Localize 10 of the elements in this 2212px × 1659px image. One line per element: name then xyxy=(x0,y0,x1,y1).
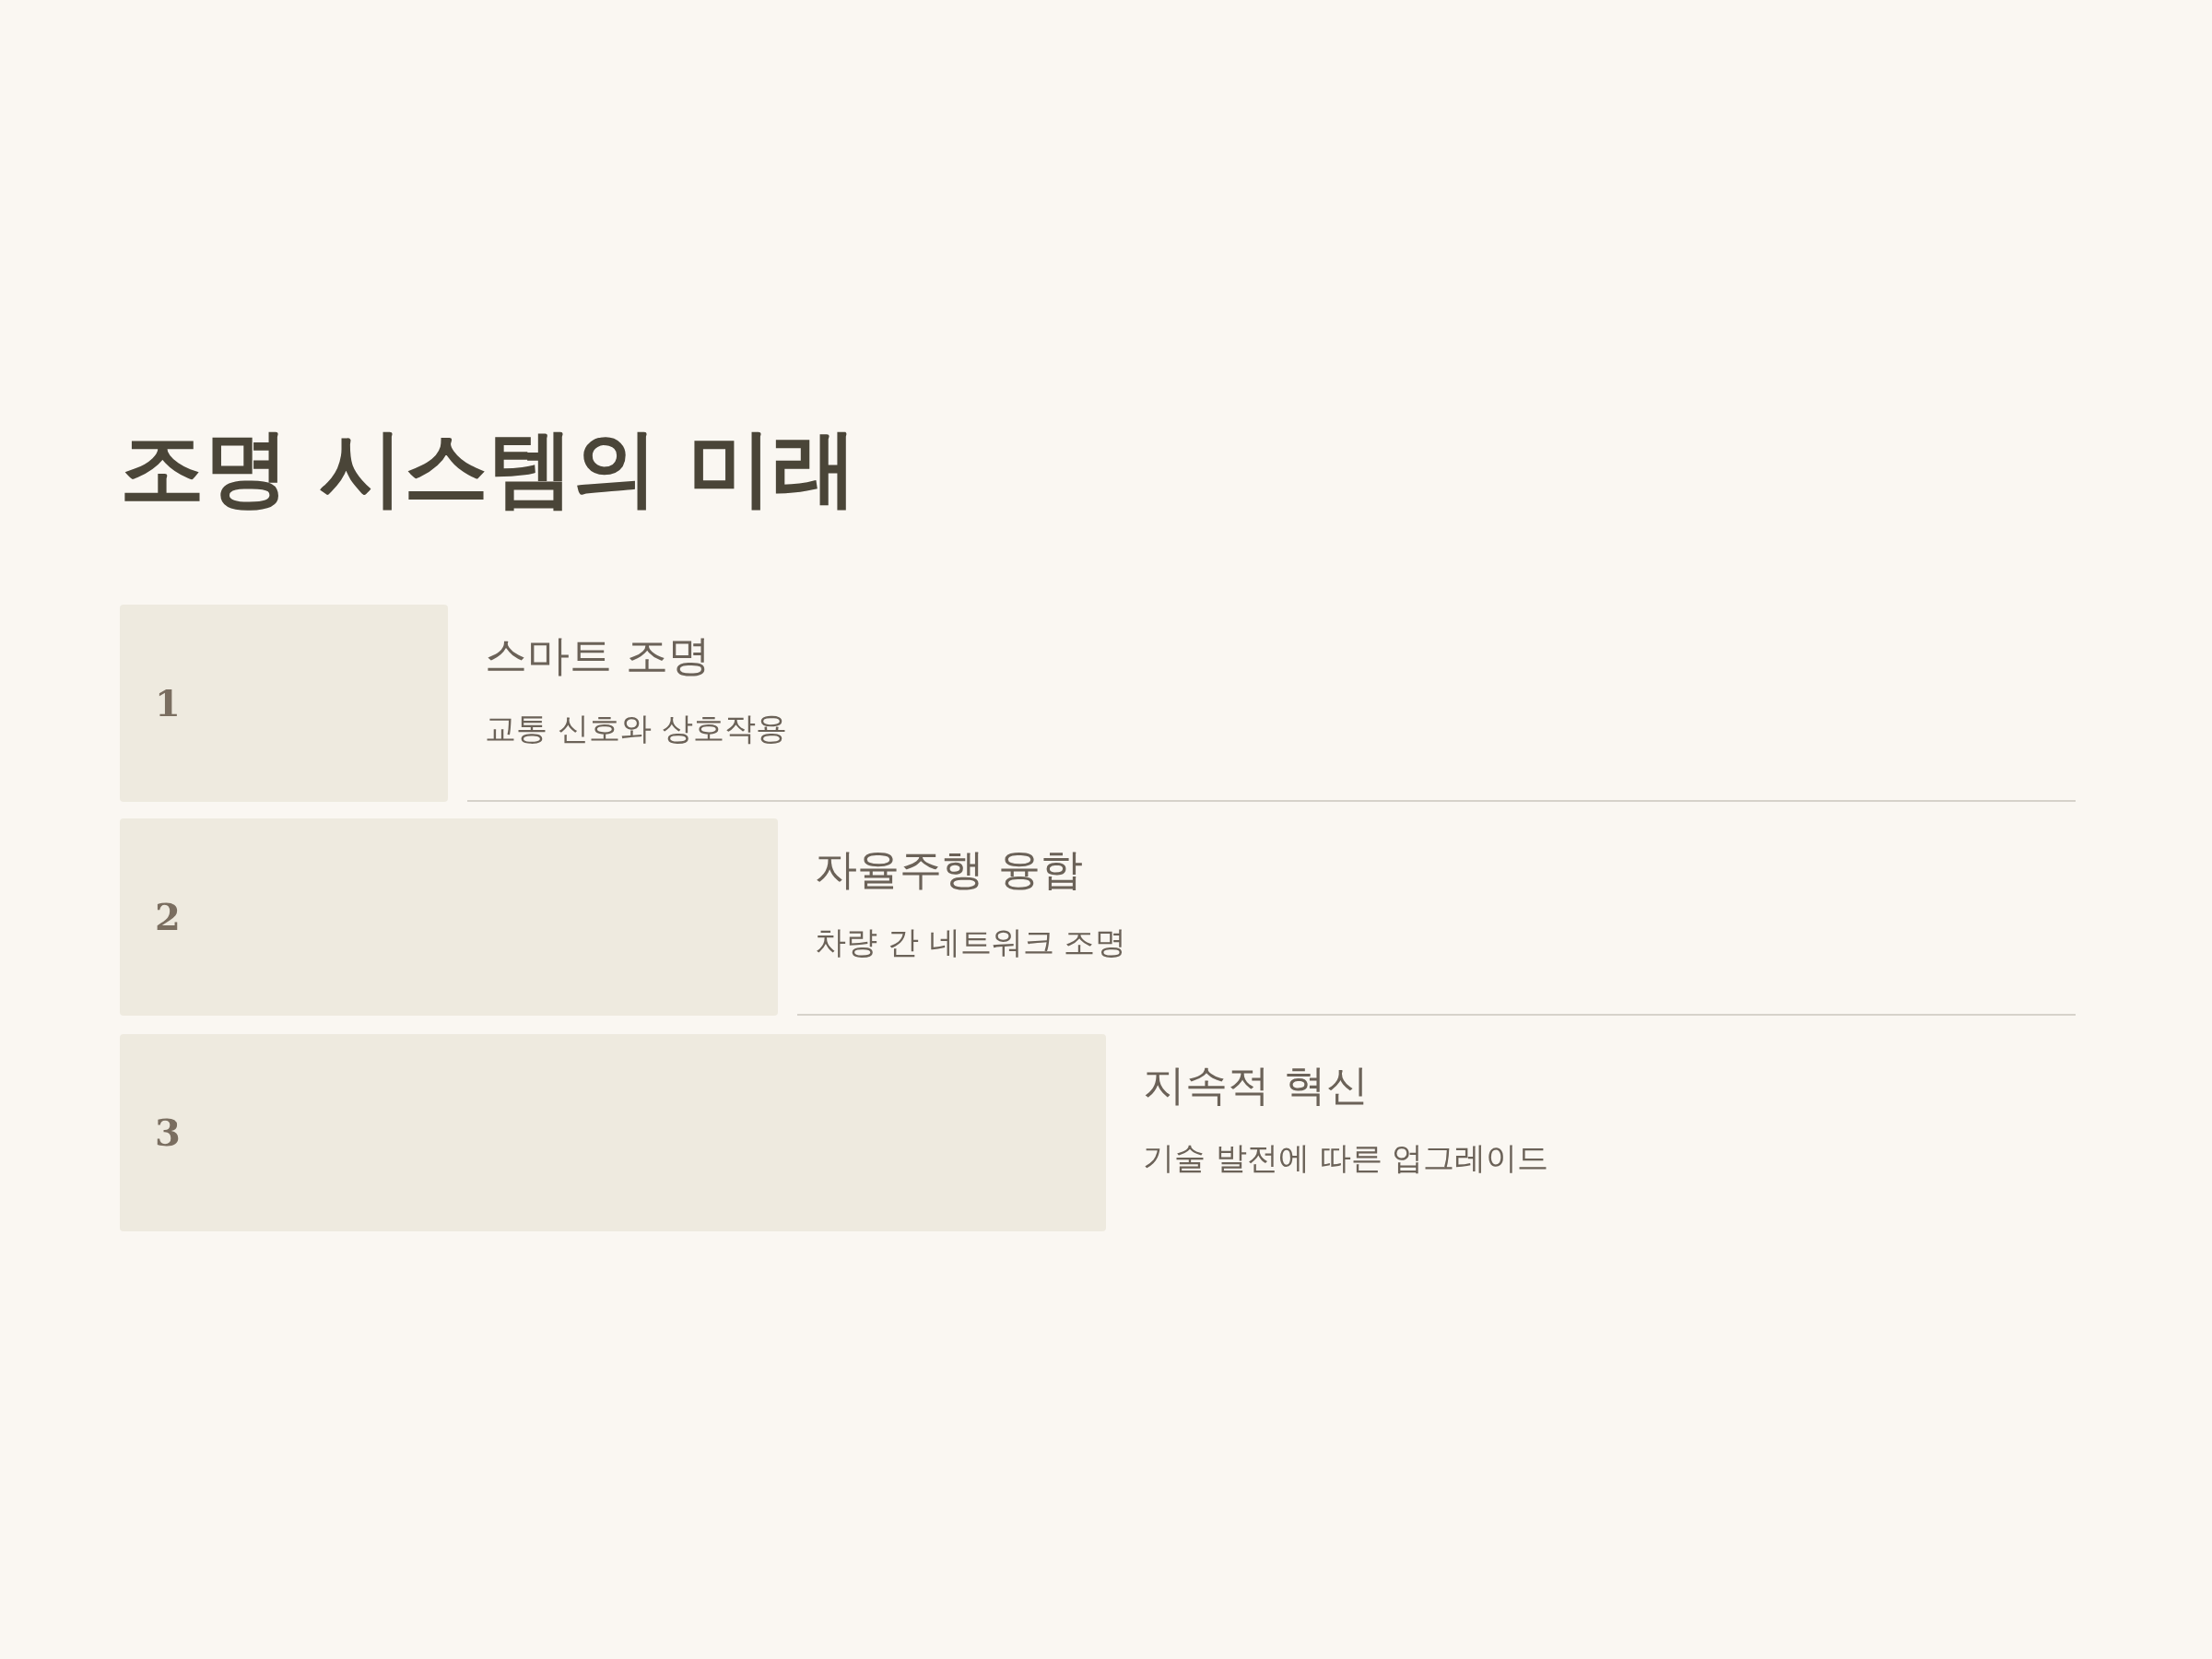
step-number: 2 xyxy=(155,899,181,935)
slide-title: 조명 시스템의 미래 xyxy=(120,417,858,519)
step-number: 3 xyxy=(155,1114,181,1151)
step-heading: 스마트 조명 xyxy=(485,630,711,682)
step-description: 기술 발전에 따른 업그레이드 xyxy=(1143,1139,1549,1177)
step-number: 1 xyxy=(155,685,181,722)
step-description: 교통 신호와 상호작용 xyxy=(485,710,787,747)
step-description: 차량 간 네트워크 조명 xyxy=(815,924,1127,961)
step-heading: 자율주행 융합 xyxy=(815,844,1083,896)
step-heading: 지속적 혁신 xyxy=(1143,1060,1369,1112)
